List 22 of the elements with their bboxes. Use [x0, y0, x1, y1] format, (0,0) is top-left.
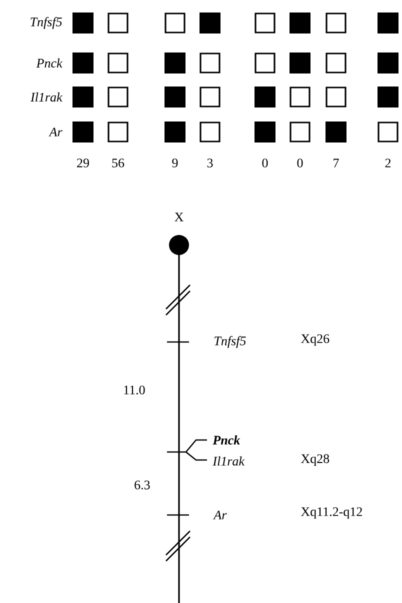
- count-label: 2: [385, 158, 391, 168]
- gene-label: Tnfsf5: [214, 336, 246, 348]
- band-label: Xq26: [300, 334, 330, 346]
- chromosome-label: X: [174, 212, 184, 222]
- count-label: 3: [207, 158, 213, 168]
- count-label: 0: [262, 158, 268, 168]
- gene-label: Il1rak: [30, 92, 62, 102]
- count-label: 9: [172, 158, 178, 168]
- gene-label: Pnck: [212, 435, 240, 445]
- gene-label: Il1rak: [212, 456, 245, 466]
- band-label: Xq28: [300, 454, 330, 466]
- gene-label: Pnck: [36, 58, 62, 68]
- band-label: Xq11.2-q12: [300, 507, 362, 519]
- distance-label: 11.0: [124, 386, 145, 394]
- count-label: 56: [112, 158, 124, 168]
- gene-label: Ar: [213, 510, 227, 520]
- count-label: 0: [297, 158, 303, 168]
- distance-label: 6.3: [134, 480, 150, 490]
- count-label: 7: [334, 158, 339, 168]
- count-label: 29: [77, 158, 89, 168]
- gene-label: Tnfsf5: [30, 17, 62, 29]
- gene-label: Ar: [48, 128, 62, 136]
